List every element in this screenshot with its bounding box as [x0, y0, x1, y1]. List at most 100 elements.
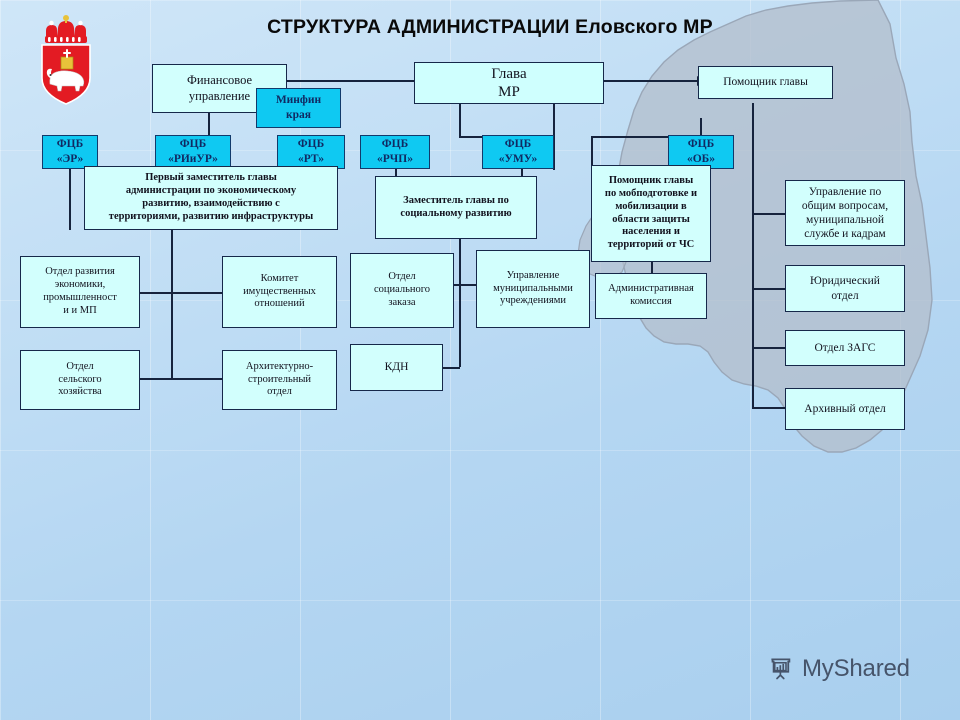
- connector-left-branch-row1: [120, 292, 223, 294]
- admin-commission-line1: Административная: [608, 283, 694, 295]
- general-affairs-line3: муниципальной: [805, 214, 885, 226]
- fcb-er-line2: «ЭР»: [56, 153, 84, 165]
- node-property-relations-committee[interactable]: Комитет имущественных отношений: [222, 256, 337, 328]
- social-order-line2: социального: [373, 284, 431, 296]
- agriculture-line2: сельского: [58, 373, 102, 385]
- connector-assistant-mob-bar: [591, 136, 701, 138]
- agriculture-line1: Отдел: [66, 360, 94, 372]
- admin-commission-line2: комиссия: [630, 296, 672, 307]
- finance-dept-line2: управление: [188, 88, 251, 103]
- node-social-order-department[interactable]: Отдел социального заказа: [350, 253, 454, 328]
- connector-head-down-left: [459, 103, 461, 137]
- connector-right-branch-2: [752, 288, 785, 290]
- deputy-social-line1: Заместитель главы по: [403, 194, 509, 206]
- kdn-label: КДН: [384, 361, 409, 374]
- archive-label: Архивный отдел: [804, 402, 886, 415]
- connector-fcb-rchp-down: [395, 168, 397, 180]
- assistant-mob-line6: территорий от ЧС: [607, 239, 695, 251]
- head-line1: Глава: [491, 65, 527, 82]
- fcb-riur-line1: ФЦБ: [179, 138, 207, 151]
- presentation-chart-icon: [771, 657, 791, 679]
- general-affairs-line2: общим вопросам,: [801, 199, 889, 212]
- connector-finance-down: [208, 113, 210, 137]
- node-head-of-district[interactable]: Глава МР: [414, 62, 604, 104]
- node-agriculture-department[interactable]: Отдел сельского хозяйства: [20, 350, 140, 410]
- architecture-line2: строительный: [247, 373, 312, 385]
- assistant-mob-line4: области защиты: [612, 213, 690, 225]
- node-legal-department[interactable]: Юридический отдел: [785, 265, 905, 312]
- legal-dept-line2: отдел: [831, 289, 859, 302]
- general-affairs-line1: Управление по: [808, 185, 882, 198]
- fcb-ob-line1: ФЦБ: [687, 138, 715, 151]
- page-title: СТРУКТУРА АДМИНИСТРАЦИИ Еловского МР: [267, 16, 713, 38]
- node-zags-department[interactable]: Отдел ЗАГС: [785, 330, 905, 366]
- node-deputy-social-development[interactable]: Заместитель главы по социальному развити…: [375, 176, 537, 239]
- social-order-line3: заказа: [388, 296, 416, 308]
- node-first-deputy-head[interactable]: Первый заместитель главы администрации п…: [84, 166, 338, 230]
- connector-first-deputy-trunk: [171, 230, 173, 378]
- node-assistant-of-head[interactable]: Помощник главы: [698, 66, 833, 99]
- fcb-rt-line2: «РТ»: [297, 153, 325, 165]
- node-fcb-rchp[interactable]: ФЦБ «РЧП»: [360, 135, 430, 169]
- node-fcb-rt[interactable]: ФЦБ «РТ»: [277, 135, 345, 169]
- watermark-label: MyShared: [802, 655, 910, 682]
- econ-dev-line4: и и МП: [63, 304, 97, 316]
- assistant-mob-line5: населения и: [622, 226, 680, 238]
- node-fcb-er[interactable]: ФЦБ «ЭР»: [42, 135, 98, 169]
- legal-dept-line1: Юридический: [810, 275, 880, 288]
- general-affairs-line4: службе и кадрам: [804, 228, 886, 241]
- assistant-head-label: Помощник главы: [723, 76, 808, 89]
- property-committee-line3: отношений: [254, 298, 305, 310]
- perm-krai-coat-of-arms: [41, 15, 91, 105]
- econ-dev-line3: промышленност: [43, 292, 117, 303]
- municipal-inst-line3: учреждениями: [499, 295, 567, 307]
- node-fcb-riur[interactable]: ФЦБ «РИиУР»: [155, 135, 231, 169]
- node-archive-department[interactable]: Архивный отдел: [785, 388, 905, 430]
- connector-right-branch-4: [752, 407, 785, 409]
- social-order-line1: Отдел: [388, 271, 416, 283]
- node-minfin-kraya[interactable]: Минфин края: [256, 88, 341, 128]
- minfin-line1: Минфин: [275, 94, 322, 107]
- fcb-umu-line1: ФЦБ: [504, 138, 532, 151]
- property-committee-line2: имущественных: [243, 285, 316, 297]
- fcb-ob-line2: «ОБ»: [686, 153, 716, 165]
- node-assistant-mobilization[interactable]: Помощник главы по мобподготовке и мобили…: [591, 165, 711, 262]
- connector-admin-commission-down: [651, 262, 653, 276]
- zags-label: Отдел ЗАГС: [814, 341, 876, 354]
- fcb-umu-line2: «УМУ»: [498, 153, 538, 165]
- deputy-social-line2: социальному развитию: [400, 207, 512, 219]
- node-fcb-umu[interactable]: ФЦБ «УМУ»: [482, 135, 554, 169]
- minfin-line2: края: [286, 109, 311, 121]
- fcb-er-line1: ФЦБ: [56, 138, 84, 151]
- connector-right-trunk: [752, 103, 754, 408]
- econ-dev-line1: Отдел развития: [45, 266, 115, 278]
- node-administrative-commission[interactable]: Административная комиссия: [595, 273, 707, 319]
- head-line2: МР: [498, 84, 520, 100]
- agriculture-line3: хозяйства: [58, 386, 102, 398]
- node-architecture-construction-department[interactable]: Архитектурно- строительный отдел: [222, 350, 337, 410]
- finance-dept-line1: Финансовое: [186, 73, 253, 88]
- assistant-mob-line2: по мобподготовке и: [604, 187, 698, 199]
- node-economy-development-department[interactable]: Отдел развития экономики, промышленност …: [20, 256, 140, 328]
- fcb-rchp-line2: «РЧП»: [377, 153, 413, 165]
- first-deputy-line1: Первый заместитель главы: [145, 172, 277, 184]
- node-fcb-ob[interactable]: ФЦБ «ОБ»: [668, 135, 734, 169]
- first-deputy-line4: территориями, развитию инфраструктуры: [108, 210, 314, 222]
- assistant-mob-line1: Помощник главы: [608, 175, 694, 187]
- architecture-line3: отдел: [267, 386, 292, 398]
- connector-head-to-assistant: [604, 80, 698, 82]
- node-general-affairs-department[interactable]: Управление по общим вопросам, муниципаль…: [785, 180, 905, 246]
- municipal-inst-line1: Управление: [506, 269, 560, 281]
- node-municipal-institutions-department[interactable]: Управление муниципальными учреждениями: [476, 250, 590, 328]
- node-kdn[interactable]: КДН: [350, 344, 443, 391]
- connector-fcb-umu-down: [521, 168, 523, 180]
- econ-dev-line2: экономики,: [54, 279, 106, 291]
- architecture-line1: Архитектурно-: [245, 360, 314, 372]
- connector-deputy-social-trunk: [459, 239, 461, 367]
- assistant-mob-line3: мобилизации в: [615, 200, 687, 212]
- connector-fcb-ob-up: [700, 118, 702, 137]
- fcb-rt-line1: ФЦБ: [297, 138, 325, 151]
- connector-left-branch-row2: [120, 378, 223, 380]
- connector-right-branch-1: [752, 213, 785, 215]
- connector-right-branch-3: [752, 347, 785, 349]
